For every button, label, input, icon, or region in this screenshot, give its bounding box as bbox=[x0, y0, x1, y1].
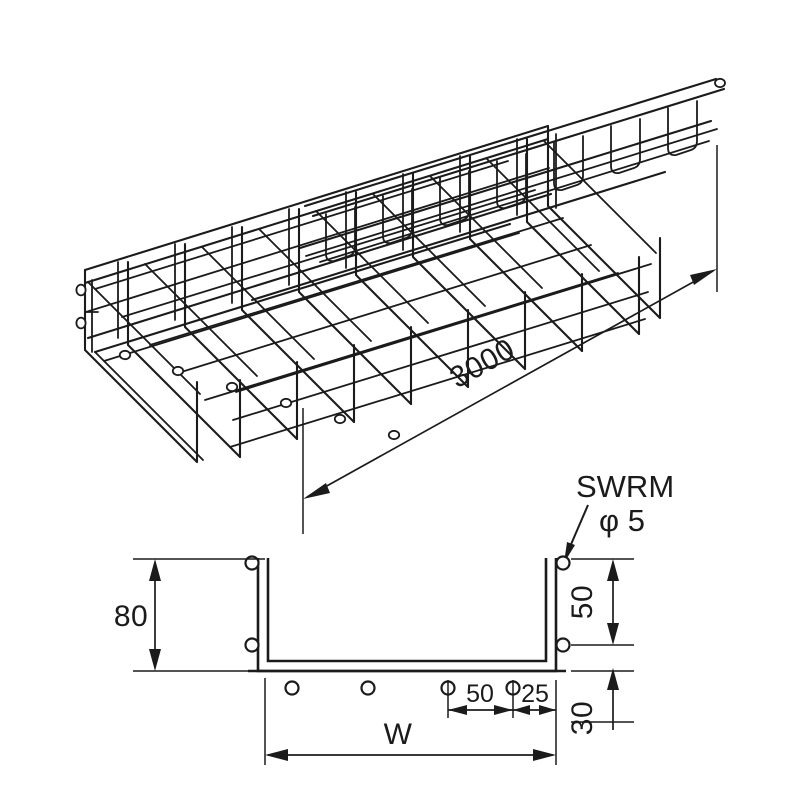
side-upper-dimension-label: 50 bbox=[566, 585, 599, 619]
near-side-wall-group bbox=[83, 124, 553, 340]
near-end-vertical-loops bbox=[75, 283, 87, 330]
material-callout-swrm: SWRM φ 5 bbox=[564, 469, 674, 563]
interior-u-ribs bbox=[126, 137, 641, 459]
far-top-rail-loops bbox=[714, 77, 726, 89]
cross-section-view: 80 50 30 50 bbox=[114, 555, 634, 765]
width-dimension-label: W bbox=[384, 718, 413, 751]
bottom-wire-nodes bbox=[284, 680, 521, 696]
height-dimension-80: 80 bbox=[114, 558, 265, 672]
near-bottom-end-loops bbox=[118, 349, 401, 441]
bottom-edge-offset-label: 25 bbox=[521, 680, 549, 708]
material-label: SWRM bbox=[576, 469, 674, 504]
side-lower-dimension-label: 30 bbox=[566, 701, 599, 735]
side-dimension-30: 30 bbox=[566, 668, 634, 735]
near-bottom-rails bbox=[93, 222, 520, 362]
bottom-pitch-label: 50 bbox=[466, 680, 494, 708]
side-dimension-50: 50 bbox=[566, 558, 634, 646]
far-end-cap bbox=[546, 124, 662, 320]
far-side-rail-group bbox=[250, 77, 726, 302]
far-wall-longitudinals bbox=[229, 263, 652, 448]
right-wall-wire-nodes bbox=[555, 555, 571, 653]
diameter-label: φ 5 bbox=[599, 503, 645, 538]
width-dimension-W: W bbox=[264, 678, 557, 765]
height-dimension-label: 80 bbox=[114, 600, 148, 633]
near-wall-uprights bbox=[117, 138, 518, 339]
tray-profile-inner bbox=[266, 558, 548, 663]
near-end-cap bbox=[83, 268, 204, 464]
isometric-tray-view bbox=[75, 77, 726, 464]
far-outer-lower-rails bbox=[319, 140, 710, 263]
bottom-pitch-dimensions: 50 25 bbox=[447, 680, 557, 718]
